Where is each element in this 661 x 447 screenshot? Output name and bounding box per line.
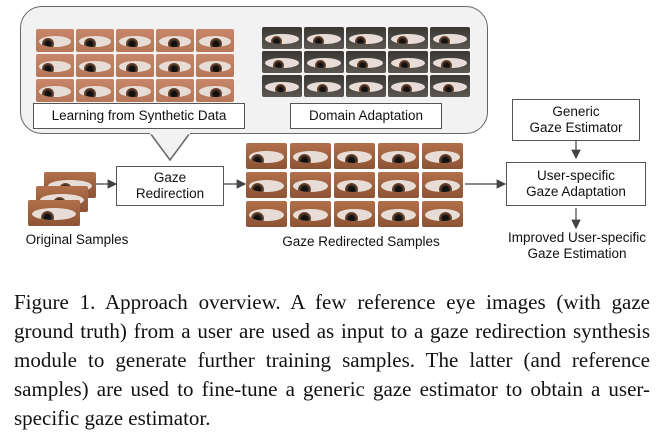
real-eye-thumbnail [430,51,470,73]
gaze-redirection-box: Gaze Redirection [116,166,224,206]
real-eye-thumbnail [388,75,428,97]
redirected-eye-thumbnail [334,172,375,198]
synthetic-eye-thumbnail [36,79,74,102]
real-eye-thumbnail [388,27,428,49]
redirected-eye-thumbnail [378,201,419,227]
redirected-eye-thumbnail [334,143,375,169]
synthetic-eye-thumbnail [116,79,154,102]
real-eye-thumbnail [346,75,386,97]
learning-synthetic-label: Learning from Synthetic Data [33,103,245,129]
synthetic-eye-thumbnail [196,79,234,102]
bubble-tail [149,132,191,162]
synthetic-eye-thumbnail [36,29,74,52]
real-eye-thumbnail [388,51,428,73]
synthetic-eye-thumbnail [156,54,194,77]
redirected-eye-thumbnail [422,143,463,169]
redirected-eye-thumbnail [246,201,287,227]
original-samples-label: Original Samples [25,232,129,247]
synthetic-eye-thumbnail [156,29,194,52]
synthetic-eye-thumbnail [36,54,74,77]
figure-caption: Figure 1. Approach overview. A few refer… [14,290,650,430]
user-adaptation-box: User-specific Gaze Adaptation [506,162,646,206]
synthetic-eye-thumbnail [116,29,154,52]
synthetic-eye-thumbnail [76,79,114,102]
real-eye-thumbnail [262,27,302,49]
redirected-eye-thumbnail [422,172,463,198]
redirected-eye-thumbnail [378,143,419,169]
improved-estimation-label: Improved User-specific Gaze Estimation [507,230,647,261]
original-eye-thumbnail [28,200,80,226]
approach-diagram: Learning from Synthetic Data Domain Adap… [20,6,647,261]
real-eye-thumbnail [346,51,386,73]
redirected-eye-thumbnail [378,172,419,198]
real-eye-thumbnail [346,27,386,49]
synthetic-eye-thumbnail [156,79,194,102]
synthetic-eye-thumbnail [76,29,114,52]
real-eye-thumbnail [262,51,302,73]
real-eye-thumbnail [430,27,470,49]
connector-arrows [96,131,581,230]
real-eye-thumbnail [304,51,344,73]
real-eye-thumbnail [430,75,470,97]
redirected-eye-thumbnail [290,143,331,169]
redirected-eye-thumbnail [246,143,287,169]
redirected-samples-label: Gaze Redirected Samples [282,234,440,249]
real-eye-thumbnail [304,27,344,49]
domain-adaptation-label: Domain Adaptation [290,103,442,129]
redirected-eye-thumbnail [246,172,287,198]
redirected-eye-thumbnail [290,172,331,198]
synthetic-eye-thumbnail [196,29,234,52]
redirected-eye-thumbnail [334,201,375,227]
synthetic-eye-thumbnail [196,54,234,77]
real-eye-thumbnail [304,75,344,97]
generic-estimator-box: Generic Gaze Estimator [512,99,640,141]
real-eye-thumbnail [262,75,302,97]
synthetic-eye-thumbnail [116,54,154,77]
redirected-eye-thumbnail [290,201,331,227]
synthetic-eye-thumbnail [76,54,114,77]
redirected-eye-thumbnail [422,201,463,227]
